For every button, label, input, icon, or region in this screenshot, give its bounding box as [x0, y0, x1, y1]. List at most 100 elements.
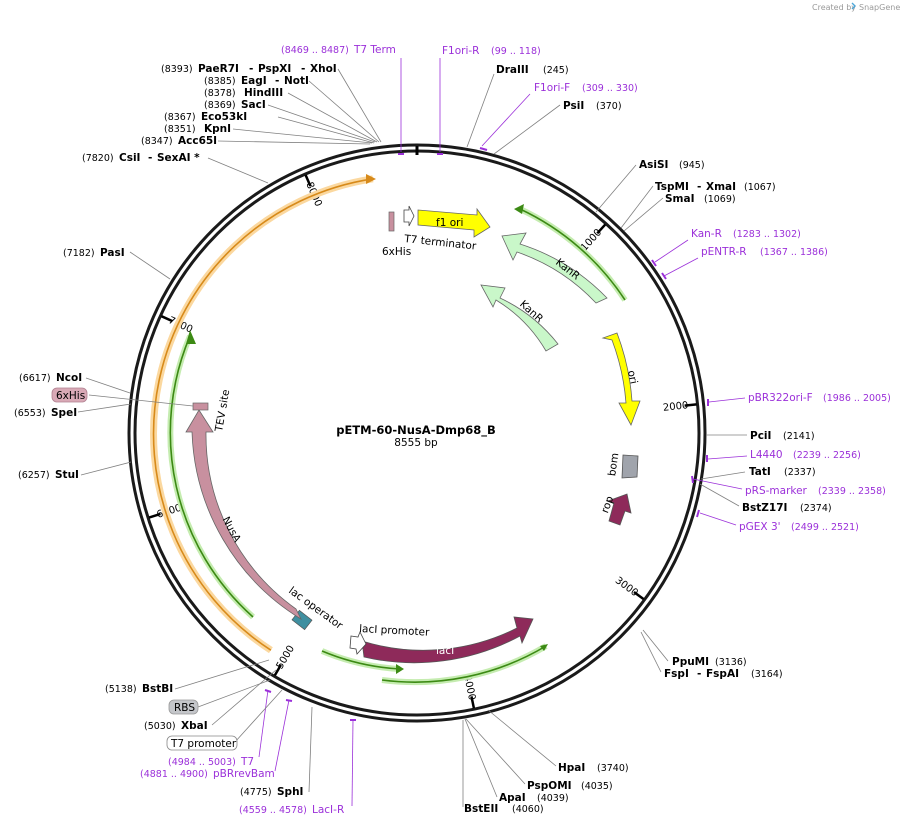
feature-laci-promoter[interactable]	[349, 631, 367, 655]
enzyme-pos-eco53ki: (8367)	[164, 112, 196, 123]
enzyme-pos-ppumi: (3136)	[715, 657, 747, 668]
enzyme-noti[interactable]: NotI	[284, 75, 309, 87]
primer-kan-r[interactable]: Kan-R	[691, 228, 722, 240]
enzyme-xmai[interactable]: XmaI	[706, 181, 736, 193]
enzyme-hindiii[interactable]: HindIII	[244, 87, 283, 99]
tick-mark	[684, 403, 697, 407]
enzyme-pspxi[interactable]: PspXI	[258, 63, 291, 75]
created-by-text: Created by	[812, 3, 856, 12]
enzyme-draiii[interactable]: DraIII	[496, 64, 529, 76]
feature-laci-promoter-label: lacI promoter	[359, 623, 430, 639]
feature-6xhis-top[interactable]	[388, 211, 395, 232]
enzyme-paer7i[interactable]: PaeR7I	[198, 63, 239, 75]
enzyme-pos-tati: (2337)	[784, 467, 816, 478]
boxed-rbs-label: RBS	[174, 702, 195, 714]
enzyme-asisi[interactable]: AsiSI	[639, 159, 668, 171]
enzyme-sexai[interactable]: SexAI *	[157, 152, 200, 164]
feature-ori[interactable]	[601, 332, 641, 426]
tick-label: 3000	[613, 575, 640, 599]
enzyme-spei[interactable]: SpeI	[51, 407, 77, 419]
feature-rop[interactable]	[606, 493, 632, 526]
tick-mark	[273, 664, 282, 676]
enzyme-apai[interactable]: ApaI	[499, 792, 526, 804]
enzyme-xbai[interactable]: XbaI	[181, 720, 208, 732]
feature-6xhis-top-label: 6xHis	[382, 246, 411, 258]
enzyme-pos-sphi: (4775)	[240, 787, 272, 798]
enzyme-pos-pasi: (7182)	[63, 248, 95, 259]
enzyme-csii[interactable]: CsiI	[119, 152, 140, 164]
enzyme-saci[interactable]: SacI	[241, 99, 266, 111]
primer-range-laci-r: (4559 .. 4578)	[239, 805, 307, 816]
primer-range-t7term: (8469 .. 8487)	[281, 45, 349, 56]
enzyme-eagi[interactable]: EagI	[241, 75, 267, 87]
primer-range-pentr-r: (1367 .. 1386)	[760, 247, 828, 258]
enzyme-ppumi[interactable]: PpuMI	[672, 656, 709, 668]
tick-mark	[148, 512, 161, 519]
feature-t7-terminator[interactable]	[403, 205, 415, 227]
primer-range-f1ori-f: (309 .. 330)	[582, 83, 638, 94]
primer-f1ori-f[interactable]: F1ori-F	[534, 82, 570, 94]
snapgene-brand: SnapGene	[859, 3, 900, 12]
enzyme-acc65i[interactable]: Acc65I	[178, 135, 217, 147]
primer-prs-marker[interactable]: pRS-marker	[745, 485, 808, 497]
primer-f1ori-r[interactable]: F1ori-R	[442, 45, 479, 57]
orf-frame-green-bottom-2-line	[381, 645, 547, 683]
feature-bom-label: bom	[606, 452, 621, 477]
enzyme-xhoi[interactable]: XhoI	[310, 63, 337, 75]
orf-frame-green-bottom-1-line	[321, 650, 401, 670]
enzyme-pspomi[interactable]: PspOMI	[527, 780, 572, 792]
enzyme-pos-saci: (8369)	[204, 100, 236, 111]
primer-pbr322ori-f[interactable]: pBR322ori-F	[748, 392, 813, 404]
primer-range-pgex3: (2499 .. 2521)	[791, 522, 859, 533]
enzyme-pos-hpai: (3740)	[597, 763, 629, 774]
enzyme-bstbi[interactable]: BstBI	[142, 683, 173, 695]
boxed-6xhis[interactable]	[51, 387, 88, 403]
enzyme-smai[interactable]: SmaI	[665, 193, 695, 205]
enzyme-bstz17i[interactable]: BstZ17I	[742, 502, 787, 514]
primer-range-kan-r: (1283 .. 1302)	[733, 229, 801, 240]
primer-t7[interactable]: T7	[240, 756, 254, 768]
enzyme-kpni[interactable]: KpnI	[204, 123, 231, 135]
feature-kanr-outer[interactable]	[501, 232, 608, 304]
primer-pgex3[interactable]: pGEX 3'	[739, 521, 781, 533]
primer-l4440[interactable]: L4440	[750, 449, 783, 461]
feature-f1-ori-label: f1 ori	[436, 217, 463, 229]
tick-mark	[160, 315, 173, 323]
enzyme-tspmi[interactable]: TspMI	[655, 181, 689, 193]
enzyme-psii[interactable]: PsiI	[563, 100, 584, 112]
feature-bom[interactable]	[621, 454, 639, 479]
primer-laci-r[interactable]: LacI-R	[312, 804, 344, 816]
enzyme-pos-pspomi: (4035)	[581, 781, 613, 792]
tick-label: 2000	[662, 400, 688, 414]
enzyme-tati[interactable]: TatI	[749, 466, 771, 478]
boxed-t7-promoter[interactable]	[166, 735, 238, 751]
feature-tev-6xhis[interactable]	[192, 402, 209, 411]
enzyme-pcii[interactable]: PciI	[750, 430, 771, 442]
feature-tev-label: TEV site	[213, 389, 232, 434]
enzyme-sphi[interactable]: SphI	[277, 786, 303, 798]
enzyme-fspi[interactable]: FspI	[664, 668, 689, 680]
feature-kanr-inner[interactable]	[480, 284, 559, 352]
tick-label: 4000	[461, 674, 477, 701]
enzyme-pos-fspi: (3164)	[751, 669, 783, 680]
enzyme-fspai[interactable]: FspAI	[706, 668, 739, 680]
tick-mark	[596, 223, 607, 235]
enzyme-ncoi[interactable]: NcoI	[56, 372, 82, 384]
feature-f1-ori[interactable]	[417, 207, 491, 238]
primer-t7term[interactable]: T7 Term	[353, 44, 396, 56]
enzyme-pos-stui: (6257)	[18, 470, 50, 481]
tick-mark	[304, 174, 312, 187]
boxed-rbs[interactable]	[168, 699, 199, 715]
enzyme-pasi[interactable]: PasI	[100, 247, 125, 259]
enzyme-hpai[interactable]: HpaI	[558, 762, 585, 774]
enzyme-eco53ki[interactable]: Eco53kI	[201, 111, 247, 123]
enzyme-bsteii[interactable]: BstEII	[464, 803, 498, 815]
tick-mark	[633, 591, 645, 601]
orf-frame-green-left-arrow-icon	[186, 330, 196, 344]
enzyme-pos-spei: (6553)	[14, 408, 46, 419]
primer-pbrrevbam[interactable]: pBRrevBam	[213, 768, 275, 780]
tick-label: 5000	[275, 644, 297, 672]
feature-laci[interactable]	[361, 616, 534, 664]
primer-pentr-r[interactable]: pENTR-R	[701, 246, 747, 258]
enzyme-stui[interactable]: StuI	[55, 469, 79, 481]
